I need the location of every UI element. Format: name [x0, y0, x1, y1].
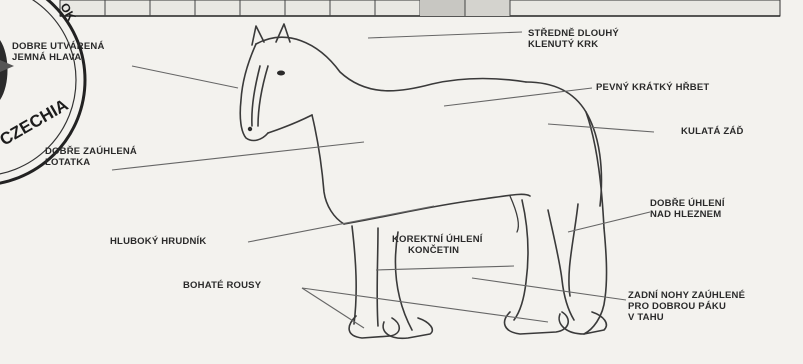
label-feathering: BOHATÉ ROUSY: [183, 280, 261, 291]
label-croup: KULATÁ ZÁĎ: [681, 126, 744, 137]
header-table-strip: [60, 0, 780, 16]
label-chest: HLUBOKÝ HRUDNÍK: [110, 236, 206, 247]
label-chest-text: HLUBOKÝ HRUDNÍK: [110, 236, 206, 247]
label-hindlegs-line-3: V TAHU: [628, 312, 745, 323]
label-hindlegs: ZADNÍ NOHY ZAÚHLENÉ PRO DOBROU PÁKU V TA…: [628, 290, 745, 323]
horse-illustration: [240, 24, 606, 338]
label-neck: STŘEDNĚ DLOUHÝ KLENUTÝ KRK: [528, 28, 619, 50]
label-hindlegs-line-1: ZADNÍ NOHY ZAÚHLENÉ: [628, 290, 745, 301]
label-head-line-2: JEMNÁ HLAVA: [12, 52, 105, 63]
label-head-line-1: DOBRE UTVÁRENÁ: [12, 41, 105, 52]
label-shoulder-line-2: LOTATKA: [45, 157, 137, 168]
label-shoulder-line-1: DOBŘE ZAÚHLENÁ: [45, 146, 137, 157]
label-hock-line-1: DOBŘE ÚHLENÍ: [650, 198, 725, 209]
label-legs: KOREKTNÍ ÚHLENÍ KONČETIN: [392, 234, 483, 256]
seal-text: CZECHIA: [0, 95, 71, 149]
label-hock: DOBŘE ÚHLENÍ NAD HLEZNEM: [650, 198, 725, 220]
label-legs-line-2: KONČETIN: [392, 245, 483, 256]
label-croup-text: KULATÁ ZÁĎ: [681, 126, 744, 137]
horse-eye: [277, 71, 285, 76]
label-legs-line-1: KOREKTNÍ ÚHLENÍ: [392, 234, 483, 245]
label-back: PEVNÝ KRÁTKÝ HŘBET: [596, 82, 709, 93]
label-back-text: PEVNÝ KRÁTKÝ HŘBET: [596, 82, 709, 93]
label-neck-line-1: STŘEDNĚ DLOUHÝ: [528, 28, 619, 39]
label-shoulder: DOBŘE ZAÚHLENÁ LOTATKA: [45, 146, 137, 168]
label-hindlegs-line-2: PRO DOBROU PÁKU: [628, 301, 745, 312]
label-head: DOBRE UTVÁRENÁ JEMNÁ HLAVA: [12, 41, 105, 63]
label-feathering-text: BOHATÉ ROUSY: [183, 280, 261, 291]
label-hock-line-2: NAD HLEZNEM: [650, 209, 725, 220]
label-neck-line-2: KLENUTÝ KRK: [528, 39, 619, 50]
